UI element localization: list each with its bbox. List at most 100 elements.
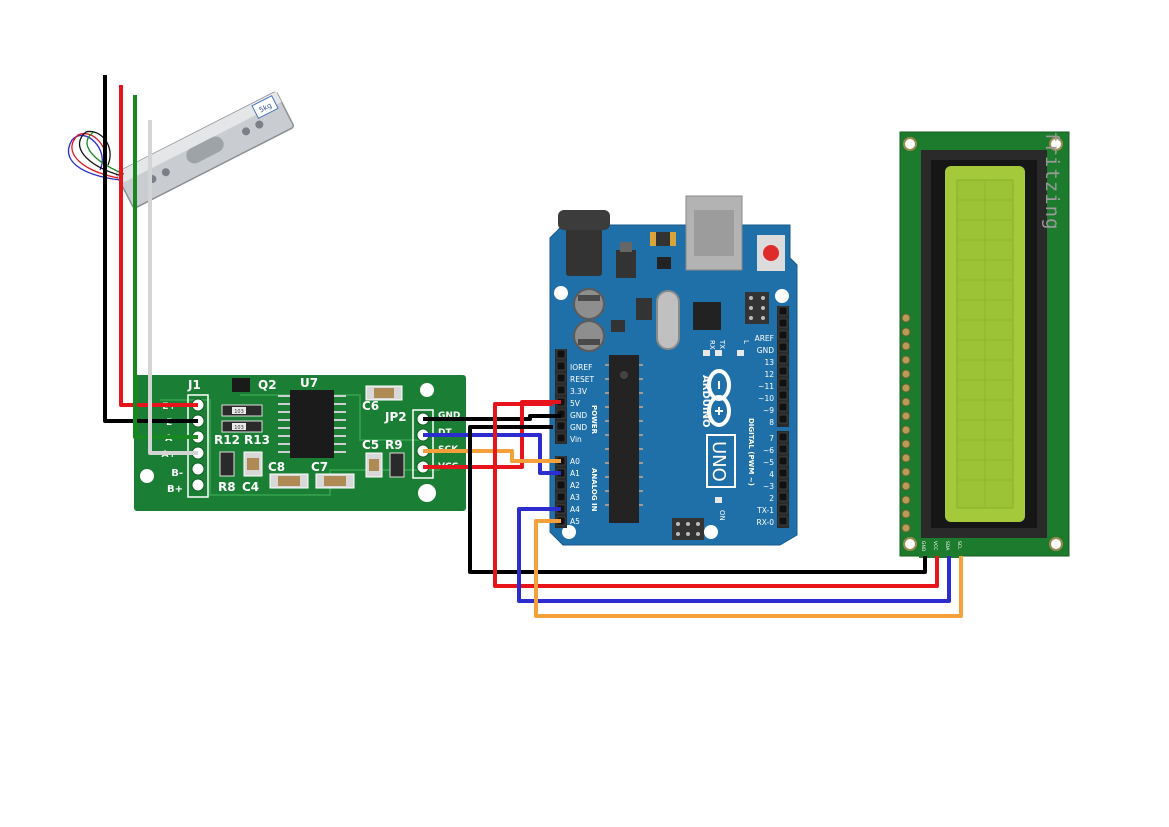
digital-pin-label: 12 xyxy=(764,370,774,379)
wire-orange-lcd-scl xyxy=(534,519,963,618)
ref-c4: C4 xyxy=(242,480,259,494)
smd-components: 103 103 xyxy=(219,385,405,489)
lcd-pin-label: SCL xyxy=(956,541,962,550)
wire-red-lcd-vcc xyxy=(493,402,939,588)
atmega-chip xyxy=(609,355,639,523)
fritzing-watermark: fritzing xyxy=(1041,131,1063,231)
usb-chip xyxy=(693,302,721,330)
digital-pin-label: AREF xyxy=(755,334,774,343)
ref-jp2: JP2 xyxy=(384,410,407,424)
digital-pin-label: TX-1 xyxy=(756,506,774,515)
analog-pin-label: A5 xyxy=(570,517,580,526)
wire-white-loadcell xyxy=(148,120,198,455)
power-jack xyxy=(566,226,602,276)
power-pin-label: RESET xyxy=(570,375,594,384)
digital-pin-label: 13 xyxy=(764,358,774,367)
wires xyxy=(103,75,963,618)
hx711-module: E+ E- A- A+ B- B+ J1 Q2 U7 C6 JP2 R12 R1… xyxy=(134,375,466,511)
capacitor xyxy=(573,320,605,352)
load-cell: 5kg xyxy=(67,91,294,209)
mount-hole xyxy=(140,469,154,483)
wire-blue-lcd-sda xyxy=(517,507,951,603)
wire-red-loadcell xyxy=(119,85,198,407)
arduino-logo-icon xyxy=(707,369,731,427)
r13-code: 103 xyxy=(234,425,244,431)
mount-hole xyxy=(704,525,718,539)
led-label-l: L xyxy=(742,340,750,344)
mount-hole xyxy=(420,383,434,397)
crystal xyxy=(656,290,680,350)
analog-pin-label: A1 xyxy=(570,469,580,478)
wire-blue-dt xyxy=(423,433,561,475)
ref-j1: J1 xyxy=(187,378,201,392)
digital-pin-label: GND xyxy=(757,346,774,355)
power-header-title: POWER xyxy=(590,405,598,435)
digital-pin-label: ~3 xyxy=(763,482,774,491)
mount-hole xyxy=(775,289,789,303)
power-pin-label: GND xyxy=(570,411,587,420)
load-cell-loose-wires xyxy=(67,130,125,181)
wire-green-loadcell xyxy=(133,95,198,439)
digital-pin-label: ~11 xyxy=(758,382,774,391)
analog-pin-label: A2 xyxy=(570,481,580,490)
lcd-16x2: GND VCC SDA SCL xyxy=(899,131,1070,558)
ref-c8: C8 xyxy=(268,460,285,474)
led-label-on: ON xyxy=(718,510,726,521)
wire-black-lcd-gnd xyxy=(468,425,927,574)
ref-r9: R9 xyxy=(385,438,403,452)
analog-pin-label: A0 xyxy=(570,457,580,466)
arduino-model: UNO xyxy=(708,441,729,482)
wire-black-gnd xyxy=(423,414,561,421)
digital-header-bottom xyxy=(777,431,789,528)
digital-pin-label: ~9 xyxy=(763,406,774,415)
mount-hole xyxy=(1049,537,1063,551)
lcd-pin-label: VCC xyxy=(932,541,938,550)
digital-pin-label: ~6 xyxy=(763,446,774,455)
analog-header-title: ANALOG IN xyxy=(590,468,598,512)
wire-orange-sck xyxy=(423,449,561,463)
lcd-i2c-header: GND VCC SDA SCL xyxy=(919,538,963,558)
mount-hole xyxy=(562,525,576,539)
j1-pin-label: B+ xyxy=(167,484,183,495)
digital-header-title: DIGITAL (PWM ~) xyxy=(747,418,755,486)
analog-pin-label: A4 xyxy=(570,505,580,514)
digital-pin-label: 7 xyxy=(769,434,774,443)
mount-hole xyxy=(418,484,436,502)
digital-pin-label: 4 xyxy=(769,470,774,479)
power-pin-label: IOREF xyxy=(570,363,592,372)
r12-code: 103 xyxy=(234,409,244,415)
wire-black-loadcell xyxy=(103,75,198,423)
ref-c6: C6 xyxy=(362,399,379,413)
digital-pin-label: 2 xyxy=(769,494,774,503)
mount-hole xyxy=(1049,137,1063,151)
ref-u7: U7 xyxy=(300,376,318,390)
mount-hole xyxy=(903,537,917,551)
power-pin-label: 5V xyxy=(570,399,581,408)
power-pin-label: GND xyxy=(570,423,587,432)
u7-chip xyxy=(278,390,346,458)
lcd-edge-pads xyxy=(901,313,911,533)
lcd-pin-label: GND xyxy=(920,541,926,552)
ref-q2: Q2 xyxy=(258,378,277,392)
lcd-pin-label: SDA xyxy=(944,541,950,551)
ref-c7: C7 xyxy=(311,460,328,474)
power-pin-label: 3.3V xyxy=(570,387,588,396)
ref-r13: R13 xyxy=(244,433,270,447)
mount-hole xyxy=(554,286,568,300)
ref-c5: C5 xyxy=(362,438,379,452)
power-pin-label: Vin xyxy=(570,435,582,444)
digital-pin-label: RX-0 xyxy=(757,518,775,527)
arduino-uno: RX TX L ON ARDUINO UNO IOREF RESET xyxy=(549,195,798,546)
arduino-brand: ARDUINO xyxy=(700,375,711,427)
capacitor xyxy=(573,288,605,320)
jp2-pin-label: GND xyxy=(438,411,460,421)
digital-pin-label: ~5 xyxy=(763,458,774,467)
ref-r8: R8 xyxy=(218,480,236,494)
led-label-tx: TX xyxy=(718,339,726,349)
power-header xyxy=(555,349,567,444)
q2-transistor xyxy=(232,378,250,392)
digital-pin-label: ~10 xyxy=(758,394,774,403)
digital-pin-label: 8 xyxy=(769,418,774,427)
